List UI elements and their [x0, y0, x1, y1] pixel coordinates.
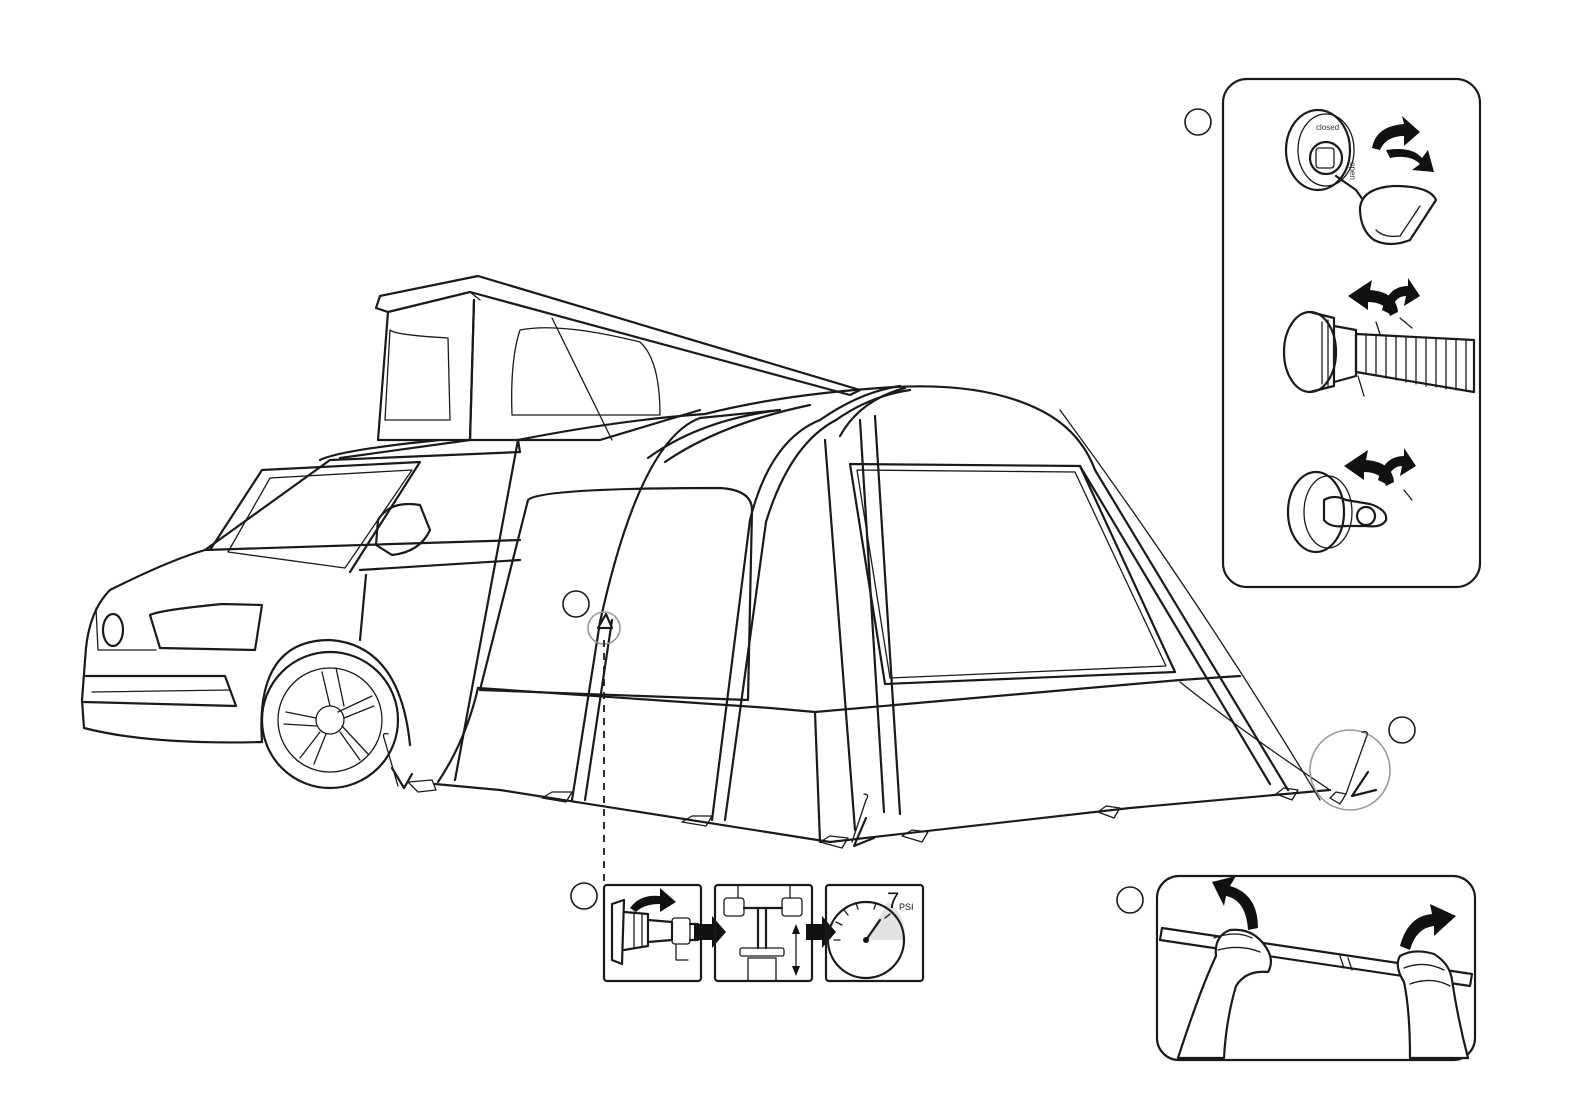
- valve-cap-twist-icon: closed open: [1286, 110, 1436, 244]
- valve-label-side: open: [1348, 162, 1357, 180]
- pressure-gauge-icon: 7 PSI: [828, 888, 914, 978]
- step-marker-pegging: [1389, 717, 1415, 743]
- arrow-right-icon: [694, 916, 726, 948]
- gauge-unit: PSI: [899, 902, 914, 912]
- pump-step-icon: [724, 886, 802, 981]
- pole-panel: [1157, 876, 1475, 1060]
- awning-illustration: [408, 386, 1390, 888]
- pump-steps: 7 PSI: [604, 885, 923, 981]
- pole-hands-icon: [1160, 876, 1472, 1058]
- rotate-up-left-arrow-icon: [1212, 876, 1258, 930]
- step-marker-pump: [571, 883, 597, 909]
- step-marker-valve: [1185, 109, 1211, 135]
- pump-hose-attach-icon: [1284, 278, 1474, 396]
- valve-open-step-icon: [612, 888, 698, 964]
- peg-tabs: [408, 780, 1346, 848]
- gauge-value: 7: [887, 888, 899, 913]
- arrow-right-icon-2: [806, 916, 836, 948]
- step-marker-pole: [1117, 887, 1143, 913]
- rotate-up-right-arrow-icon: [1400, 904, 1456, 950]
- valve-panel: closed open: [1223, 79, 1480, 587]
- peg-highlight-circle: [1310, 730, 1390, 810]
- valve-label-top: closed: [1316, 123, 1339, 132]
- valve-lock-turn-icon: [1288, 448, 1416, 552]
- step-marker-awning-valve: [563, 591, 589, 617]
